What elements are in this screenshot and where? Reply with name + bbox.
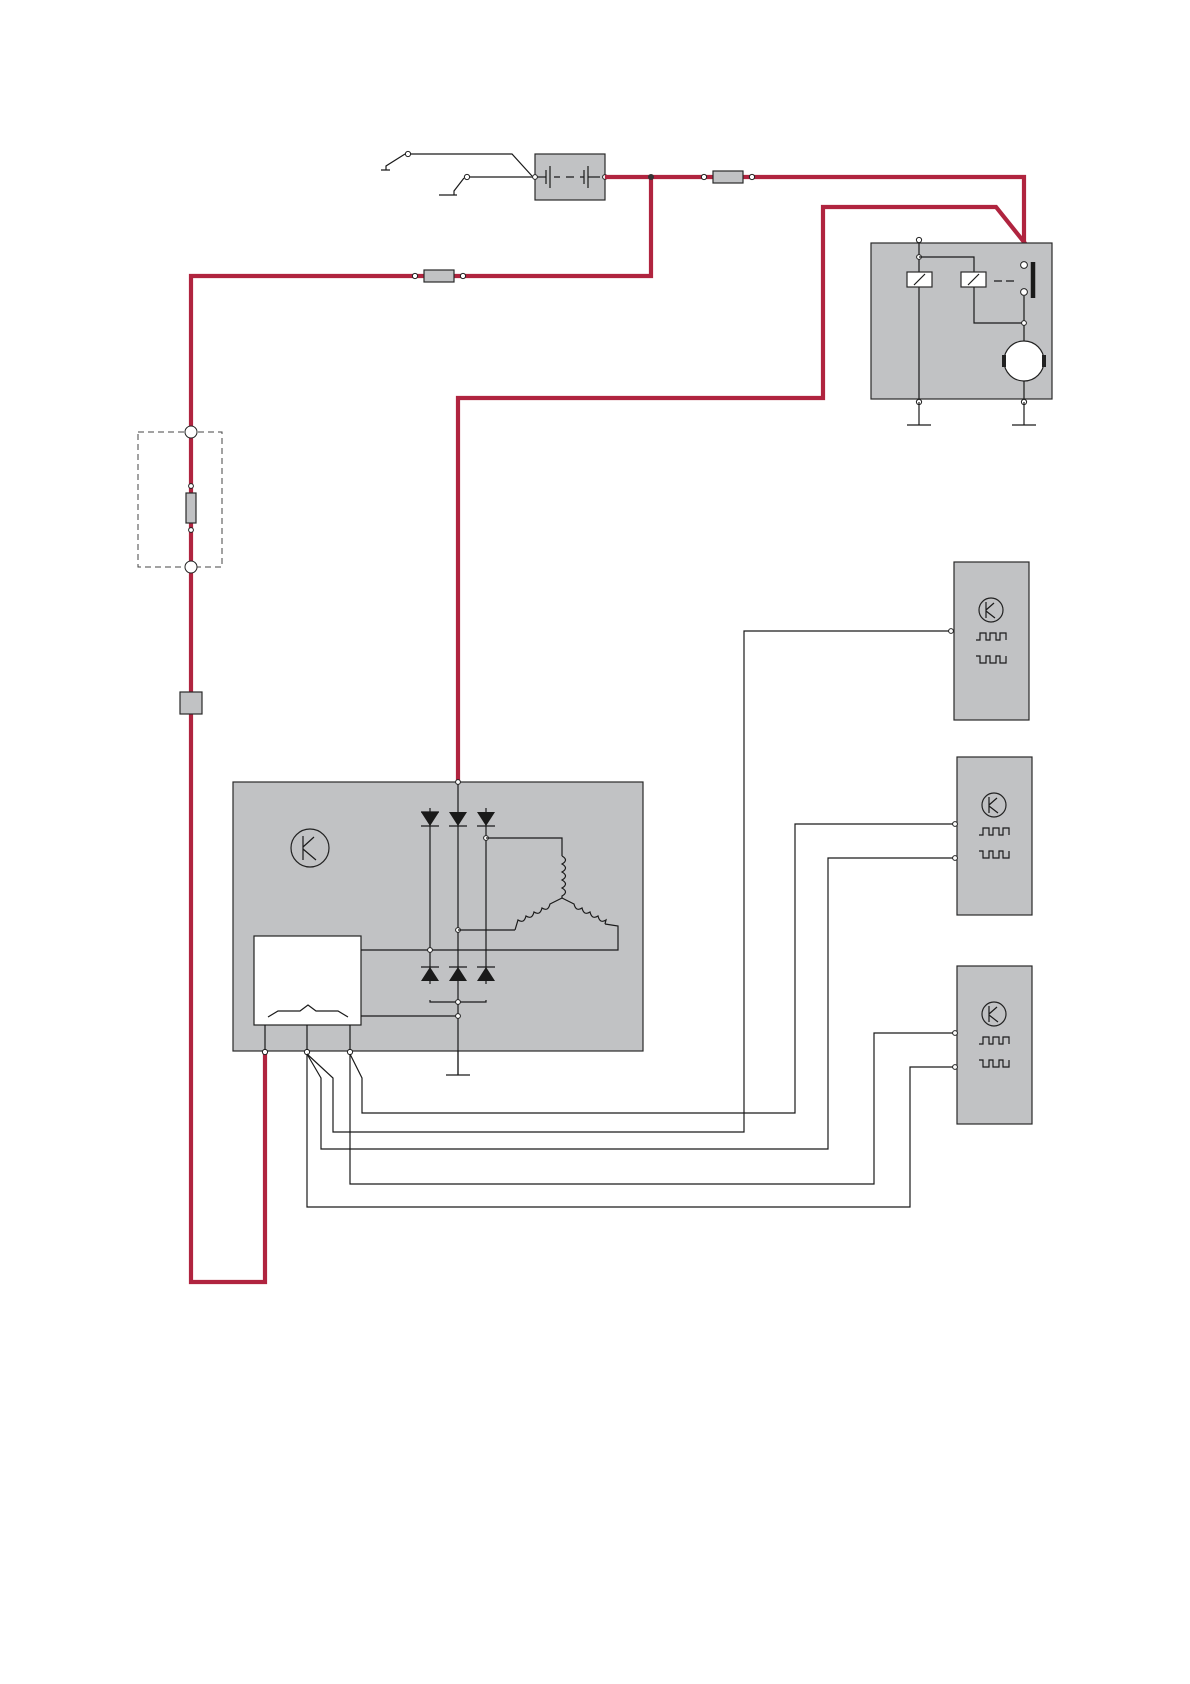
voltage-regulator — [254, 936, 361, 1025]
junction-dot — [648, 174, 654, 180]
ground-switch-2 — [439, 174, 534, 195]
control-module-3 — [957, 966, 1032, 1124]
motor-icon — [1004, 341, 1044, 381]
control-module-2 — [957, 757, 1032, 915]
alternator — [233, 780, 643, 1075]
fuse-box — [138, 426, 222, 573]
starter-motor — [871, 237, 1052, 425]
ground-switch-1 — [381, 151, 532, 176]
battery — [533, 154, 608, 200]
control-module-1 — [954, 562, 1029, 720]
connector-block — [180, 692, 202, 714]
